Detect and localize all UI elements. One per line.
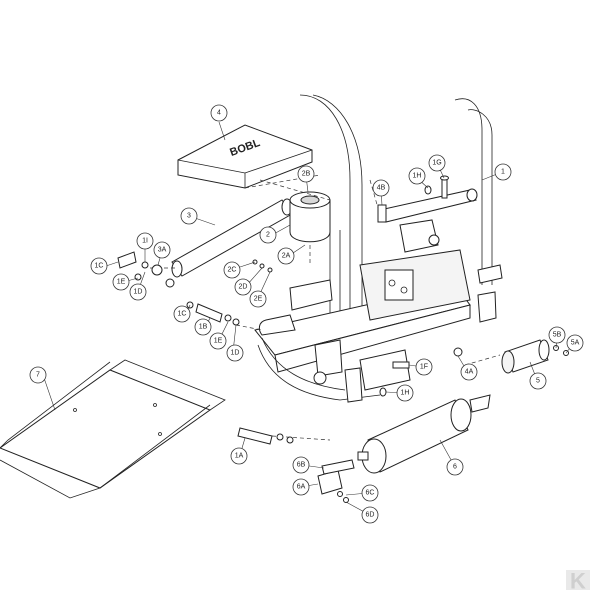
callout-6b: 6B	[292, 456, 310, 474]
svg-text:1D: 1D	[231, 350, 240, 357]
svg-text:1E: 1E	[117, 279, 126, 286]
svg-text:1B: 1B	[199, 324, 208, 331]
svg-text:K: K	[570, 569, 586, 594]
svg-text:3: 3	[187, 213, 191, 220]
svg-text:1I: 1I	[142, 238, 148, 245]
svg-text:6A: 6A	[297, 484, 306, 491]
main-frame	[254, 94, 503, 403]
svg-text:6C: 6C	[366, 490, 375, 497]
svg-text:1H: 1H	[413, 173, 422, 180]
callout-1a: 1A	[230, 447, 248, 465]
svg-text:2: 2	[266, 232, 270, 239]
column-housing	[289, 191, 331, 265]
washer-1h-top	[424, 185, 432, 195]
pin-1g	[441, 177, 448, 199]
callout-2c: 2C	[223, 261, 241, 279]
callout-6: 6	[446, 458, 464, 476]
svg-text:2B: 2B	[302, 171, 311, 178]
callout-1c-mid: 1C	[173, 305, 191, 323]
callout-5b: 5B	[548, 326, 566, 344]
svg-text:6: 6	[453, 464, 457, 471]
svg-text:2D: 2D	[239, 284, 248, 291]
callout-1h-low: 1H	[396, 384, 414, 402]
pump-motor	[501, 339, 569, 374]
callout-1c-top: 1C	[90, 257, 108, 275]
callout-1d-top: 1D	[129, 283, 147, 301]
callout-bubbles: 4 1 1G 1H 2B 4B 3 2 1I 1C 3A 1E 1D 2A 2C…	[29, 104, 584, 524]
callout-4a: 4A	[460, 363, 478, 381]
callout-1b: 1B	[194, 318, 212, 336]
svg-text:2C: 2C	[228, 267, 237, 274]
callout-1: 1	[494, 163, 512, 181]
svg-text:6B: 6B	[297, 462, 306, 469]
svg-text:5B: 5B	[553, 332, 562, 339]
seat-cushion: BOBL	[177, 124, 313, 189]
floor-tray	[0, 359, 226, 499]
brand-logo: K	[566, 569, 590, 594]
hardware-small-parts	[117, 175, 463, 445]
svg-text:1C: 1C	[95, 263, 104, 270]
callout-2d: 2D	[234, 278, 252, 296]
callout-2b: 2B	[297, 165, 315, 183]
callout-1e-mid: 1E	[209, 332, 227, 350]
callout-7: 7	[29, 366, 47, 384]
svg-text:7: 7	[36, 372, 40, 379]
clamp-6a	[317, 469, 343, 495]
tank	[317, 394, 491, 503]
bolt-6b	[321, 459, 355, 475]
callout-5a: 5A	[566, 334, 584, 352]
svg-text:1G: 1G	[432, 160, 441, 167]
callout-1d-mid: 1D	[226, 344, 244, 362]
svg-text:1E: 1E	[214, 338, 223, 345]
callout-3: 3	[180, 207, 198, 225]
svg-text:1A: 1A	[235, 453, 244, 460]
svg-text:5: 5	[536, 378, 540, 385]
svg-text:5A: 5A	[571, 340, 580, 347]
svg-text:4B: 4B	[377, 185, 386, 192]
svg-text:6D: 6D	[366, 512, 375, 519]
callout-5: 5	[529, 372, 547, 390]
pin-1a	[237, 427, 273, 445]
callout-6d: 6D	[361, 506, 379, 524]
callout-4: 4	[210, 104, 228, 122]
callout-6c: 6C	[361, 484, 379, 502]
callout-2a: 2A	[277, 247, 295, 265]
callout-6a: 6A	[292, 478, 310, 496]
svg-text:1: 1	[501, 169, 505, 176]
svg-text:2A: 2A	[282, 253, 291, 260]
callout-1i: 1I	[136, 232, 154, 250]
callout-1f: 1F	[415, 358, 433, 376]
svg-text:1H: 1H	[401, 390, 410, 397]
svg-text:1F: 1F	[420, 364, 428, 371]
svg-text:2E: 2E	[254, 296, 263, 303]
svg-text:4A: 4A	[465, 369, 474, 376]
svg-text:1D: 1D	[134, 289, 143, 296]
svg-text:4: 4	[217, 110, 221, 117]
callout-3a: 3A	[153, 241, 171, 259]
clip-4b	[377, 204, 387, 223]
pin-1f	[392, 361, 410, 369]
callout-2e: 2E	[249, 290, 267, 308]
svg-text:3A: 3A	[158, 247, 167, 254]
callout-1h-top: 1H	[408, 167, 426, 185]
callout-1e-top: 1E	[112, 273, 130, 291]
callout-1g: 1G	[428, 154, 446, 172]
callout-4b: 4B	[372, 179, 390, 197]
svg-text:1C: 1C	[178, 311, 187, 318]
callout-2: 2	[259, 226, 277, 244]
